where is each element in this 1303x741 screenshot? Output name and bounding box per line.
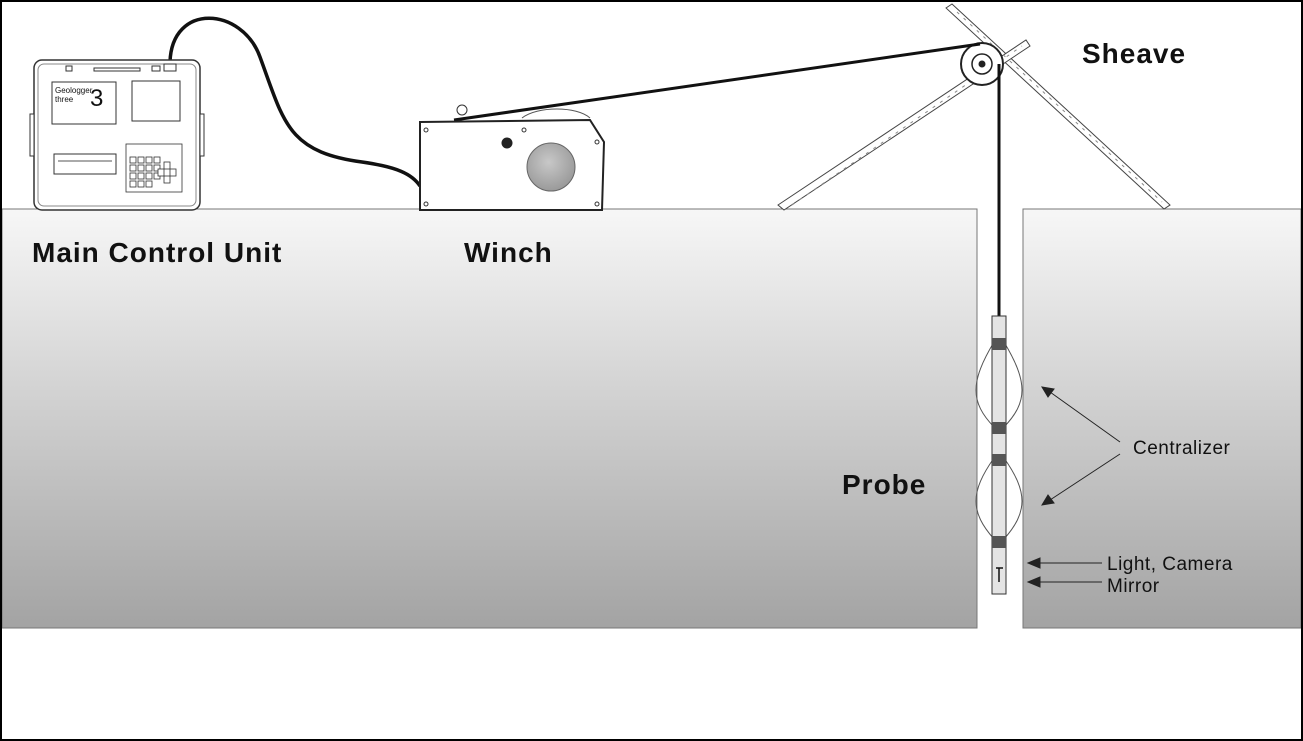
winch-drum [526, 142, 576, 192]
device-keypad [125, 143, 183, 193]
label-sheave: Sheave [1082, 38, 1186, 69]
probe-device [975, 315, 1023, 595]
label-main-control-unit: Main Control Unit [32, 237, 282, 268]
device-screen-line2: three [55, 95, 74, 104]
label-light-camera: Light, Camera [1107, 554, 1233, 575]
sheave-wheel [960, 42, 1004, 86]
winch-device [419, 104, 606, 211]
label-winch: Winch [464, 237, 553, 268]
sheave-tripod [777, 3, 1171, 211]
device-screen [51, 81, 117, 125]
ground-right [1022, 208, 1301, 629]
main-control-unit-device: Geologger three 3 [29, 59, 205, 211]
device-screen-line1: Geologger [55, 86, 93, 95]
device-screen-digit: 3 [90, 85, 103, 112]
ground-left [2, 208, 978, 629]
device-display-right [131, 80, 181, 122]
label-probe: Probe [842, 469, 926, 500]
annotation-arrows [1026, 386, 1121, 588]
cable-control-to-winch [168, 16, 422, 188]
label-mirror: Mirror [1107, 576, 1160, 597]
cable-winch-to-sheave [453, 42, 981, 122]
device-slot [53, 153, 117, 175]
label-centralizer: Centralizer [1133, 438, 1231, 459]
